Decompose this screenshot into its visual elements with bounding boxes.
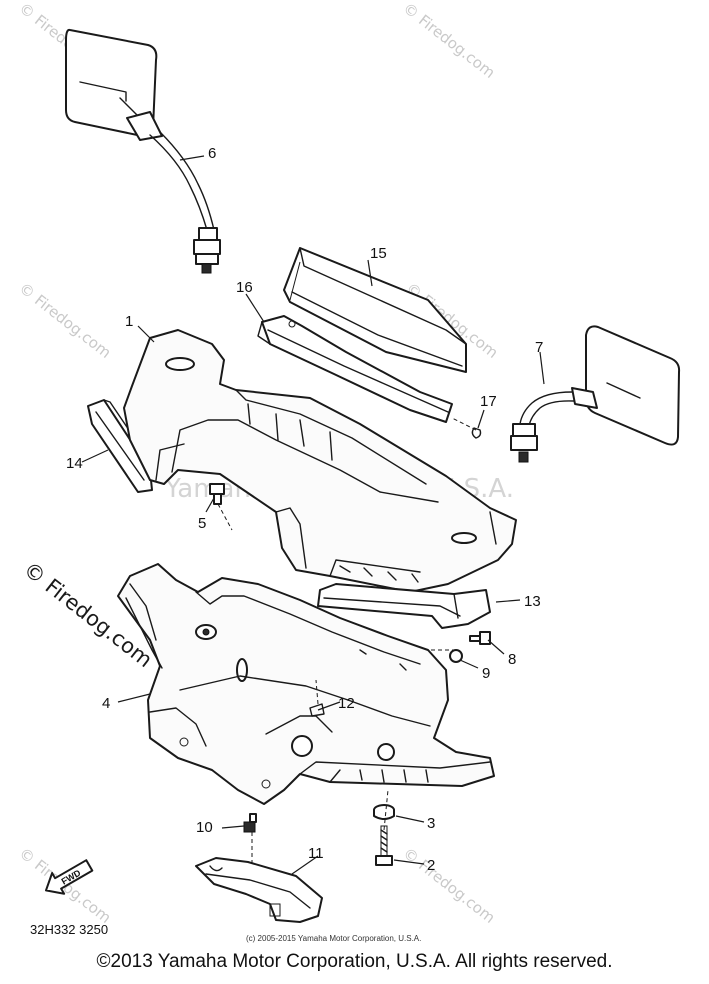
copyright-footer: ©2013 Yamaha Motor Corporation, U.S.A. A…	[96, 951, 613, 972]
watermark-mid-left: © Firedog.com	[16, 279, 115, 362]
callout-8: 8	[508, 651, 516, 668]
right-handle-cover	[317, 583, 491, 629]
left-mirror	[65, 28, 221, 274]
callout-2: 2	[427, 857, 435, 874]
assembly-lines	[217, 417, 477, 866]
callout-16: 16	[236, 279, 253, 296]
callout-1: 1	[125, 313, 133, 330]
right-mirror	[510, 325, 681, 463]
panel	[283, 247, 467, 373]
callout-17: 17	[480, 393, 497, 410]
callout-13: 13	[524, 593, 541, 610]
bracket	[195, 857, 323, 923]
lower-cowling	[117, 563, 495, 805]
watermark-top-right: © Firedog.com	[400, 0, 499, 82]
screw-10	[243, 813, 257, 833]
callout-14: 14	[66, 455, 83, 472]
panel-bracket	[257, 315, 453, 423]
callout-7: 7	[535, 339, 543, 356]
screw-8	[469, 631, 491, 645]
hardware	[209, 483, 491, 866]
callout-3: 3	[427, 815, 435, 832]
clip-17	[471, 427, 482, 439]
callout-6: 6	[208, 145, 216, 162]
callout-12: 12	[338, 695, 355, 712]
callout-10: 10	[196, 819, 213, 836]
clip-12	[309, 703, 325, 717]
callout-numbers: 1 2 3 4 5 6 7 8 9 10 11 12 13 14 15 16 1…	[66, 145, 543, 874]
callout-4: 4	[102, 695, 110, 712]
cowling-body	[123, 329, 517, 593]
watermark-low-right: © Firedog.com	[400, 844, 499, 927]
callout-15: 15	[370, 245, 387, 262]
callout-5: 5	[198, 515, 206, 532]
callout-9: 9	[482, 665, 490, 682]
leader-lines	[81, 155, 545, 875]
small-copyright: (c) 2005-2015 Yamaha Motor Corporation, …	[246, 934, 422, 943]
figure-code: 32H332 3250	[30, 922, 109, 937]
washer-3	[373, 804, 395, 820]
callout-11: 11	[308, 845, 324, 862]
bolt-2	[375, 825, 393, 866]
